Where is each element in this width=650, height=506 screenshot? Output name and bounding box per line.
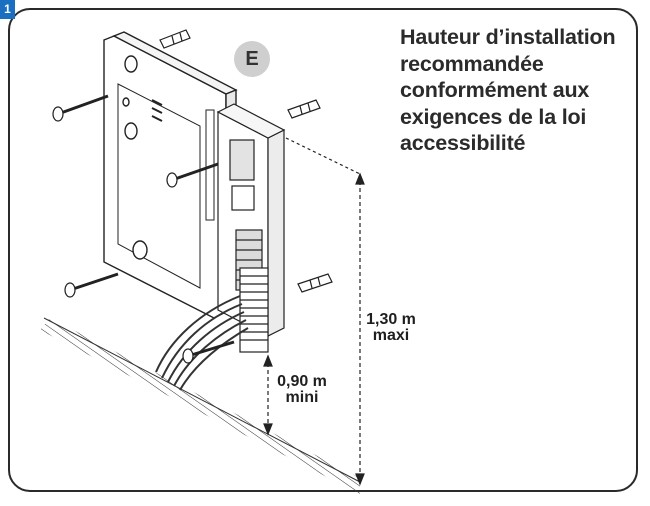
heading-line: recommandée — [400, 51, 544, 76]
heading-line: conformément aux — [400, 78, 590, 102]
figure-frame — [8, 8, 638, 492]
dimension-max-line — [285, 137, 365, 486]
step-badge-e: E — [234, 41, 270, 77]
screw-bottom-right — [182, 340, 235, 364]
wall-plug-top-right — [287, 99, 321, 119]
dimension-max-value: 1,30 m — [366, 311, 416, 328]
dimension-min-line — [263, 354, 273, 436]
floor-hatching — [40, 317, 361, 494]
dimension-max-label: 1,30 m maxi — [362, 312, 420, 344]
screw-middle — [166, 162, 219, 188]
wall-plug-bottom-right — [297, 273, 333, 293]
heading-line: Hauteur d’installation — [400, 25, 616, 49]
figure-number-tab: 1 — [0, 0, 15, 19]
electronics-module — [216, 103, 286, 353]
screw-top-left — [52, 94, 109, 122]
heading-line: exigences de la loi — [400, 104, 587, 129]
heading-line: accessibilité — [400, 131, 526, 155]
installation-height-heading: Hauteur d’installation recommandée confo… — [400, 24, 640, 157]
dimension-min-note: mini — [285, 389, 319, 406]
dimension-max-note: maxi — [372, 327, 410, 344]
cable-bundle — [155, 295, 249, 391]
screw-bottom-left — [64, 272, 119, 298]
dimension-min-label: 0,90 m mini — [266, 374, 338, 406]
screws — [52, 94, 235, 364]
wall-plug-top-left — [159, 29, 191, 49]
wall-plugs — [159, 29, 333, 293]
dimension-min-value: 0,90 m — [277, 373, 327, 390]
